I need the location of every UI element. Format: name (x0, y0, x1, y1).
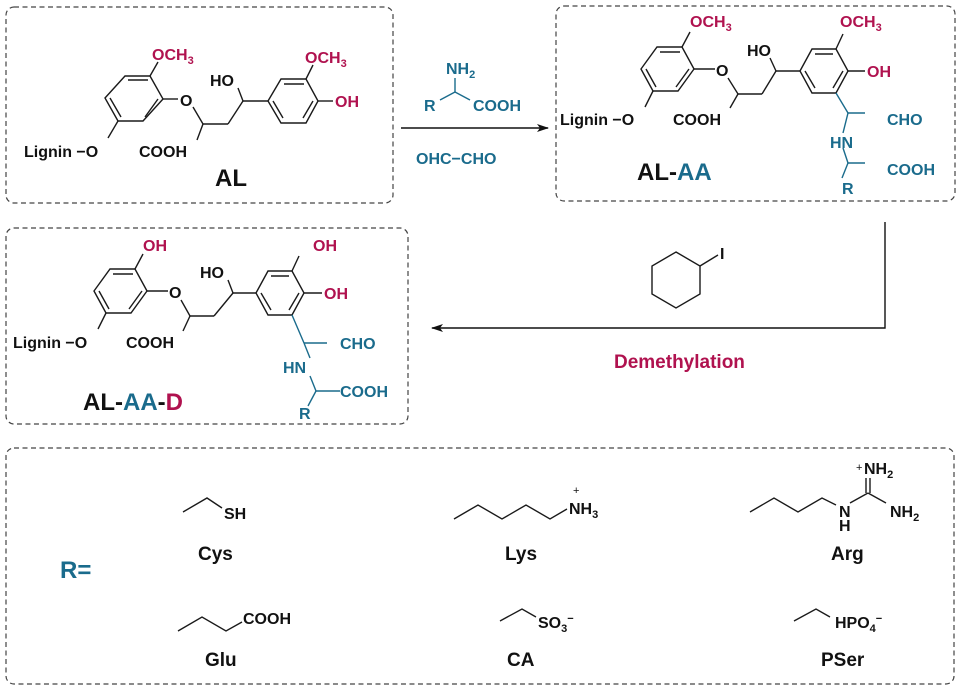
al-aa-d-structure (93, 253, 340, 407)
cyclohexane-ring (651, 251, 701, 309)
glu-name: Glu (205, 650, 237, 671)
step1-reagent-amino-acid (439, 78, 471, 101)
lys-charge: + (573, 485, 579, 497)
pser-group: HPO4− (835, 613, 882, 635)
al-aa-d-cooh2: COOH (340, 384, 388, 401)
al-aa-d-ho: HO (200, 265, 224, 282)
al-ether-o: O (180, 93, 192, 110)
al-cooh: COOH (139, 144, 187, 161)
r-group-cys: SH Cys (182, 497, 246, 565)
al-aa-label: AL-AA (637, 159, 712, 186)
arg-n: N (839, 504, 851, 521)
al-structure (104, 61, 333, 141)
step2-arrow (431, 222, 886, 332)
al-aa-och3-right: OCH3 (840, 14, 882, 34)
al-aa-d-r: R (299, 406, 311, 423)
al-och3-left: OCH3 (152, 47, 194, 67)
cys-name: Cys (198, 544, 233, 565)
al-aa-structure (640, 31, 865, 179)
lys-name: Lys (505, 544, 537, 565)
reagent-r: R (424, 98, 436, 115)
pser-name: PSer (821, 650, 865, 671)
demethylation-label: Demethylation (614, 352, 745, 373)
al-aa-d-cooh: COOH (126, 335, 174, 352)
al-aa-d-hn: HN (283, 360, 306, 377)
r-group-glu: COOH Glu (177, 611, 291, 671)
al-left-ring (104, 75, 164, 122)
al-aa-d-oh-left: OH (143, 238, 167, 255)
al-aa-d-oh-right: OH (324, 286, 348, 303)
al-aa-ho: HO (747, 43, 771, 60)
al-aa-oh: OH (867, 64, 891, 81)
ca-name: CA (507, 650, 535, 671)
reagent-nh2: NH2 (446, 61, 475, 81)
al-aa-d-ether-o: O (169, 285, 181, 302)
cys-group: SH (224, 506, 246, 523)
al-aa-cooh: COOH (673, 112, 721, 129)
al-aa-hn: HN (830, 135, 853, 152)
r-group-lys: NH3 + Lys (453, 485, 598, 565)
al-right-ring (267, 78, 319, 124)
al-aa-box (555, 5, 956, 202)
al-aa-d-oh-right-top: OH (313, 238, 337, 255)
r-group-ca: SO3− CA (499, 608, 574, 671)
r-equals-label: R= (60, 557, 91, 584)
reagent-glyoxal: OHC−CHO (416, 151, 496, 168)
arg-charge: + (856, 462, 862, 474)
al-aa-lignin-o: Lignin −O (560, 112, 634, 129)
al-aa-cooh2: COOH (887, 162, 935, 179)
reagent-cooh: COOH (473, 98, 521, 115)
iodo-label: I (720, 246, 724, 263)
al-aa-d-label: AL-AA-D (83, 389, 183, 416)
al-oh: OH (335, 94, 359, 111)
glu-group: COOH (243, 611, 291, 628)
al-ho: HO (210, 73, 234, 90)
arg-h: H (839, 518, 851, 535)
al-aa-och3-left: OCH3 (690, 14, 732, 34)
al-aa-d-cho: CHO (340, 336, 376, 353)
arg-name: Arg (831, 544, 864, 565)
r-group-pser: HPO4− PSer (793, 608, 882, 671)
al-lignin-o: Lignin −O (24, 144, 98, 161)
al-aa-cho: CHO (887, 112, 923, 129)
iodocyclohexane (651, 251, 719, 309)
arg-nh2-top: NH2 (864, 461, 893, 481)
r-groups-box (5, 447, 955, 685)
al-och3-right: OCH3 (305, 50, 347, 70)
al-aa-d-lignin-o: Lignin −O (13, 335, 87, 352)
al-label: AL (215, 165, 247, 192)
r-group-arg: N H + NH2 NH2 Arg (749, 461, 919, 565)
ca-group: SO3− (538, 613, 574, 635)
al-aa-r: R (842, 181, 854, 198)
lys-group: NH3 (569, 501, 598, 521)
al-aa-ether-o: O (716, 63, 728, 80)
al-box (5, 6, 394, 204)
al-aa-d-box (5, 227, 409, 425)
arg-nh2-right: NH2 (890, 504, 919, 524)
